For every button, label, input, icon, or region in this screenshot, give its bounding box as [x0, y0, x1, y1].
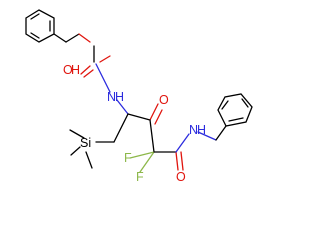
- bond: [217, 93, 253, 127]
- bond: [127, 113, 151, 121]
- bond: [85, 151, 93, 169]
- bond: [83, 69, 94, 78]
- bond: [70, 146, 81, 156]
- molecule-structure: O H N H O Si F F N H O: [25, 9, 253, 184]
- bond: [78, 33, 91, 43]
- hydrogen-label-nh-2: H: [197, 123, 206, 137]
- fluorine-label-1: F: [124, 151, 132, 165]
- silicon-label: Si: [80, 136, 91, 150]
- bond: [53, 33, 67, 43]
- bond: [154, 109, 163, 125]
- bond: [149, 119, 155, 153]
- benzyl-ring-top: [25, 9, 55, 43]
- bond: [99, 55, 111, 63]
- oxygen-label-ester: O: [63, 63, 73, 77]
- bond: [80, 65, 91, 75]
- bond: [215, 125, 227, 141]
- bond: [69, 129, 85, 139]
- bond: [241, 98, 249, 108]
- bond: [221, 100, 229, 110]
- bond: [30, 32, 40, 39]
- benzyl-ring-right: [217, 93, 253, 127]
- nitrogen-label-amide: N: [189, 123, 198, 137]
- bond: [175, 133, 190, 153]
- bond: [149, 103, 159, 121]
- bond: [228, 117, 244, 122]
- oxygen-label-amide: O: [176, 170, 186, 184]
- bond: [175, 151, 179, 171]
- bond: [95, 63, 111, 93]
- bond: [30, 13, 40, 20]
- bond: [129, 151, 155, 159]
- fluorine-label-2: F: [136, 170, 144, 184]
- bond: [113, 113, 129, 143]
- bond: [139, 151, 155, 173]
- bond: [65, 33, 80, 43]
- hydrogen-label-nh-1: H: [115, 90, 124, 104]
- oxygen-label-ketone: O: [159, 93, 169, 107]
- hydrogen-label-oh: H: [71, 63, 80, 77]
- bond: [116, 99, 129, 115]
- nitrogen-label-carbamate: N: [107, 90, 116, 104]
- bond: [180, 151, 184, 171]
- bond: [197, 131, 217, 141]
